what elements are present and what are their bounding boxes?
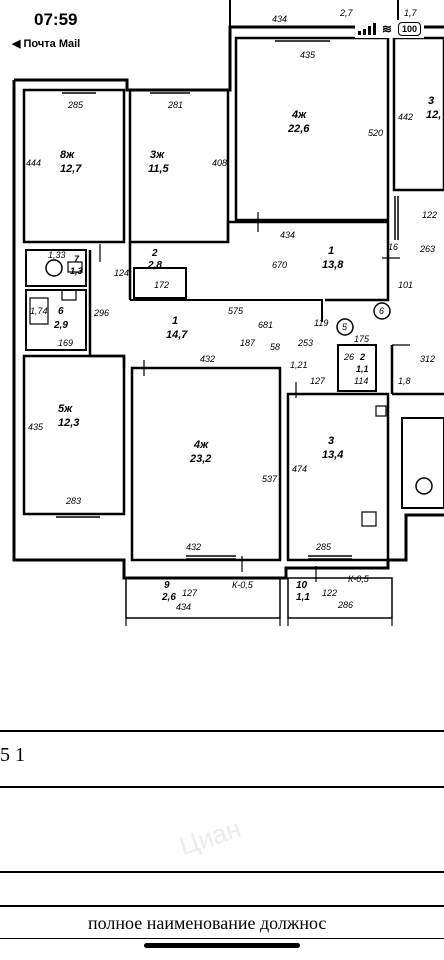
- room-label-area: 13,4: [322, 449, 343, 461]
- circle-marker: 6: [379, 306, 384, 316]
- dimension: 16: [388, 242, 398, 252]
- dimension: 253: [297, 338, 313, 348]
- table-row-text: 5 1: [0, 744, 25, 766]
- dimension: 127: [310, 376, 326, 386]
- table-rule: [0, 730, 444, 732]
- dimension: К-0,5: [232, 580, 254, 590]
- room-label-area: 1,1: [296, 592, 310, 603]
- caption-underline: [0, 938, 444, 939]
- dimension: 285: [67, 100, 84, 110]
- table-rule: [0, 905, 444, 907]
- room-label-area: 12,3: [58, 417, 79, 429]
- room-label-number: 8ж: [60, 149, 75, 161]
- dimension: 175: [354, 334, 370, 344]
- room-label-area: 13,8: [322, 259, 344, 271]
- table-rule: [0, 871, 444, 873]
- dimension: 444: [26, 158, 41, 168]
- dimension: 124: [114, 268, 129, 278]
- position-caption: полное наименование должнос: [88, 913, 327, 933]
- room-label-area: 11,5: [148, 163, 169, 175]
- dimension: 114: [354, 376, 368, 386]
- room-label-number: 10: [296, 580, 308, 591]
- room-label-area: 14,7: [166, 329, 188, 341]
- dimension: 281: [167, 100, 183, 110]
- dimension: 670: [272, 260, 287, 270]
- room-label-area: 1,3: [70, 266, 83, 276]
- dimension: 681: [258, 320, 273, 330]
- dimension: 58: [270, 342, 280, 352]
- dimension: 434: [280, 230, 295, 240]
- dimension: 119: [314, 318, 328, 328]
- status-time: 07:59: [34, 10, 78, 29]
- dimension: 187: [240, 338, 256, 348]
- dimension: 285: [315, 542, 332, 552]
- dimension: К-0,5: [348, 574, 370, 584]
- dimension: 169: [58, 338, 73, 348]
- dimension: 26: [343, 352, 354, 362]
- room-label-area: 2,6: [161, 592, 176, 603]
- room-label-number: 2: [359, 352, 365, 362]
- table-rule: [0, 786, 444, 788]
- room-label-number: 1: [328, 245, 334, 257]
- dimension: 172: [154, 280, 169, 290]
- room-label-number: 9: [164, 580, 170, 591]
- room-label-area: 12,7: [60, 163, 82, 175]
- signal-icon: [357, 23, 376, 35]
- dimension: 122: [422, 210, 437, 220]
- dimension: 1,8: [398, 376, 411, 386]
- room-label-number: 5ж: [58, 403, 73, 415]
- back-to-mail-link[interactable]: ◀ Почта Mail: [12, 38, 81, 50]
- status-icons: ≋ 100: [354, 20, 424, 38]
- room-label-area: 23,2: [189, 453, 211, 465]
- dimension: 432: [200, 354, 215, 364]
- home-indicator[interactable]: [144, 943, 300, 948]
- room-label-area: 1,1: [356, 364, 369, 374]
- dimension: 283: [65, 496, 81, 506]
- floor-plan: 8ж 12,7 3ж 11,5 4ж 22,6 3 12, 2 2,8 1 13…: [12, 0, 444, 626]
- floor-plan-drawing: 8ж 12,7 3ж 11,5 4ж 22,6 3 12, 2 2,8 1 13…: [12, 0, 444, 626]
- room-label-number: 3: [428, 95, 434, 107]
- dimension: 2,7: [339, 8, 354, 18]
- room-label-area: 12,: [426, 109, 441, 121]
- room-label-number: 4ж: [193, 439, 209, 451]
- room-label-number: 6: [58, 306, 64, 317]
- dimension: 1,21: [290, 360, 308, 370]
- room-label-area: 22,6: [287, 123, 310, 135]
- dimension: 434: [272, 14, 287, 24]
- dimension: 263: [419, 244, 435, 254]
- dimension: 442: [398, 112, 413, 122]
- room-label-number: 4ж: [291, 109, 307, 121]
- dimension: 435: [300, 50, 316, 60]
- dimension: 520: [368, 128, 383, 138]
- room-label-number: 1: [172, 315, 178, 327]
- dimension: 537: [262, 474, 278, 484]
- room-label-number: 2: [151, 248, 158, 259]
- dimension: 127: [182, 588, 198, 598]
- dimension: 435: [28, 422, 44, 432]
- room-label-number: 3: [328, 435, 334, 447]
- status-bar: 07:59 ◀ Почта Mail ≋ 100: [0, 0, 444, 54]
- circle-marker: 5: [342, 322, 348, 332]
- wifi-icon: ≋: [381, 22, 392, 36]
- dimension: 432: [186, 542, 201, 552]
- dimension: 1,74: [30, 306, 48, 316]
- dimension: 296: [93, 308, 109, 318]
- room-label-number: 7: [74, 254, 80, 264]
- dimension: 434: [176, 602, 191, 612]
- battery-icon: 100: [397, 22, 421, 36]
- dimension: 1,7: [404, 8, 418, 18]
- dimension: 575: [228, 306, 244, 316]
- dimension: 312: [420, 354, 435, 364]
- dimension: 286: [337, 600, 353, 610]
- dimension: 408: [212, 158, 227, 168]
- dimension: 474: [292, 464, 307, 474]
- room-label-area: 2,8: [147, 260, 162, 271]
- room-label-area: 2,9: [53, 320, 68, 331]
- dimension: 101: [398, 280, 413, 290]
- room-label-number: 3ж: [150, 149, 165, 161]
- dimension: 122: [322, 588, 337, 598]
- dimension: 1,33: [48, 250, 66, 260]
